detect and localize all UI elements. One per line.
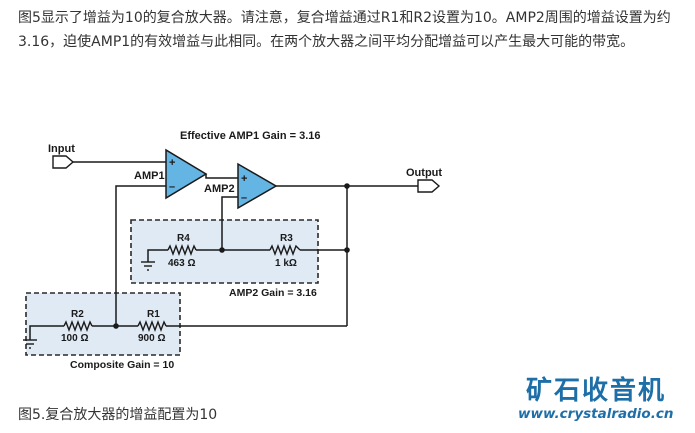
amp1-triangle	[165, 148, 208, 200]
amp1-label: AMP1	[134, 170, 165, 182]
circuit-wires	[29, 161, 418, 340]
wire-amp1-to-amp2	[205, 174, 238, 179]
r4-value: 463 Ω	[168, 258, 195, 269]
site-watermark: 矿石收音机 www.crystalradio.cn	[518, 370, 688, 430]
effective-gain-title: Effective AMP1 Gain = 3.16	[180, 130, 321, 142]
resistor-r1-symbol	[137, 320, 167, 332]
wire-amp1-feedback	[115, 185, 166, 326]
r3-name: R3	[280, 233, 293, 244]
amp2-gain-box	[130, 219, 319, 284]
junction-dot	[219, 247, 225, 253]
amp1-plus-sign: +	[169, 157, 175, 169]
r2-value: 100 Ω	[61, 333, 88, 344]
r4-name: R4	[177, 233, 190, 244]
amp2-plus-sign: +	[241, 173, 247, 185]
junction-dot	[344, 247, 350, 253]
r1-value: 900 Ω	[138, 333, 165, 344]
ground-icon	[141, 261, 155, 271]
wire-amp2-minus	[221, 196, 238, 250]
input-label: Input	[48, 143, 75, 155]
amp2-label: AMP2	[204, 183, 235, 195]
r3-value: 1 kΩ	[275, 258, 297, 269]
amp2-gain-label: AMP2 Gain = 3.16	[229, 287, 317, 299]
amp1-minus-sign: –	[169, 181, 175, 193]
figure-caption: 图5.复合放大器的增益配置为10	[18, 407, 218, 423]
resistor-r4-symbol	[167, 244, 197, 256]
output-label: Output	[406, 167, 442, 179]
ground-icon	[23, 339, 37, 349]
r1-name: R1	[147, 309, 160, 320]
junction-dot	[113, 323, 119, 329]
output-port-icon	[417, 179, 441, 193]
amp2-minus-sign: –	[241, 192, 247, 204]
composite-gain-label: Composite Gain = 10	[70, 359, 174, 371]
watermark-url: www.crystalradio.cn	[518, 406, 674, 422]
composite-gain-box	[25, 292, 181, 356]
resistor-r2-symbol	[63, 320, 93, 332]
wire-r2-ground	[29, 325, 64, 340]
resistor-r3-symbol	[269, 244, 301, 256]
junction-dot	[344, 183, 350, 189]
watermark-name: 矿石收音机	[526, 376, 667, 406]
r2-name: R2	[71, 309, 84, 320]
amp2-triangle	[237, 162, 278, 210]
input-port-icon	[52, 155, 75, 169]
wire-r4-ground	[147, 249, 168, 262]
intro-paragraph: 图5显示了增益为10的复合放大器。请注意，复合增益通过R1和R2设置为10。AM…	[18, 10, 671, 50]
